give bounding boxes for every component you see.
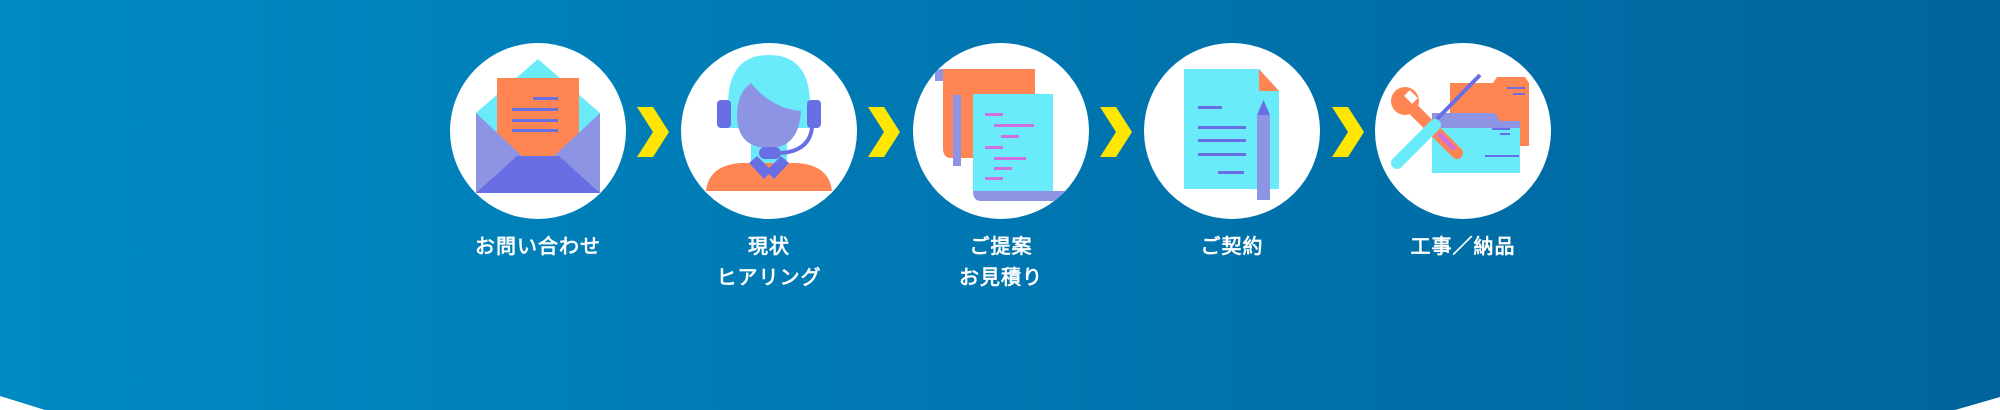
label-line: 現状	[748, 234, 790, 258]
label-line: ご契約	[1200, 234, 1264, 258]
step-label: 現状ヒアリング	[649, 231, 889, 293]
step-icon-circle	[450, 43, 626, 219]
step-icon-circle	[913, 43, 1089, 219]
operator-headset-icon	[706, 55, 832, 191]
step-icon-circle	[1144, 43, 1320, 219]
scroll-document-icon	[935, 69, 1079, 201]
step-icon-circle	[681, 43, 857, 219]
label-line: ご提案	[969, 234, 1033, 258]
step-icon-circle	[1375, 43, 1551, 219]
chevron-right-icon	[637, 107, 669, 157]
step-contract: ご契約	[1112, 43, 1352, 262]
step-label: 工事／納品	[1343, 231, 1583, 262]
step-hearing: 現状ヒアリング	[649, 43, 889, 293]
step-label: ご契約	[1112, 231, 1352, 262]
label-line: お見積り	[959, 265, 1043, 289]
label-line: お問い合わせ	[475, 234, 601, 258]
step-inquiry: お問い合わせ	[418, 43, 658, 262]
tools-folder-icon	[1391, 73, 1529, 173]
chevron-right-icon	[1332, 107, 1364, 157]
chevron-right-icon	[868, 107, 900, 157]
contract-pencil-icon	[1184, 69, 1279, 200]
step-label: お問い合わせ	[418, 231, 658, 262]
label-line: ヒアリング	[716, 265, 822, 289]
label-line: 工事／納品	[1410, 234, 1516, 258]
envelope-icon	[476, 59, 600, 193]
chevron-right-icon	[1100, 107, 1132, 157]
step-proposal: ご提案お見積り	[881, 43, 1121, 293]
step-label: ご提案お見積り	[881, 231, 1121, 293]
step-construction-delivery: 工事／納品	[1343, 43, 1583, 262]
